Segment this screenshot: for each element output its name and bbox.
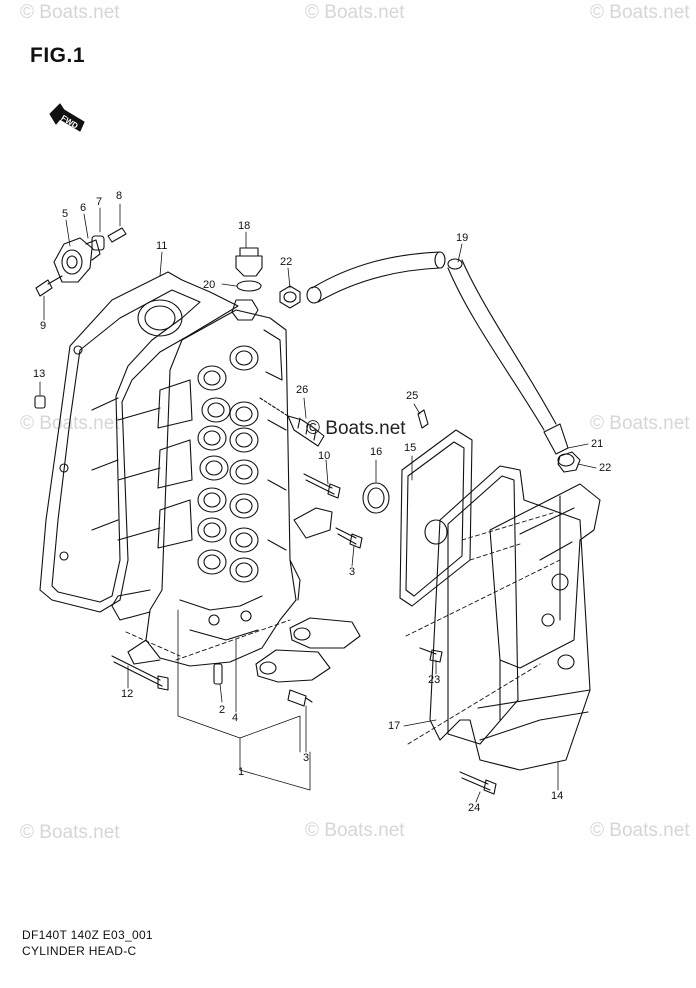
callout-26: 26: [296, 384, 309, 396]
callout-4: 4: [232, 712, 239, 724]
callout-14: 14: [551, 790, 564, 802]
callout-18: 18: [238, 220, 251, 232]
callout-10: 10: [318, 450, 331, 462]
valve-pockets: [197, 345, 259, 583]
hose-clamp-lower: [557, 451, 581, 473]
callout-22-lower: 22: [599, 462, 612, 474]
stud-bolt-12: [111, 655, 169, 691]
callout-15: 15: [404, 442, 417, 454]
callout-16: 16: [370, 446, 383, 458]
watermark: © Boats.net: [590, 2, 690, 23]
callout-1: 1: [238, 766, 245, 778]
callout-22-upper: 22: [280, 256, 293, 268]
callout-24: 24: [468, 802, 481, 814]
cylinder-head-cover: [429, 465, 601, 771]
figure-title: FIG.1: [30, 44, 86, 67]
callout-13: 13: [33, 368, 46, 380]
seal-16: [362, 482, 390, 514]
camshaft-cap-lower: [255, 617, 361, 683]
callout-17: 17: [388, 720, 401, 732]
watermark: © Boats.net: [305, 820, 405, 841]
hose-clamp-top: [279, 285, 301, 309]
model-code: DF140T 140Z E03_001: [22, 928, 153, 942]
plug-13: [34, 395, 46, 409]
callout-8: 8: [116, 190, 123, 202]
callout-20: 20: [203, 279, 216, 291]
watermark-center: © Boats.net: [306, 418, 406, 439]
callout-23: 23: [428, 674, 441, 686]
bolt-10: [303, 473, 341, 499]
oil-filler-cap: [235, 247, 263, 292]
bolt-24: [459, 771, 497, 795]
callout-3-lower: 3: [303, 752, 310, 764]
callout-9: 9: [40, 320, 47, 332]
callout-21: 21: [591, 438, 604, 450]
watermark: © Boats.net: [590, 413, 690, 434]
watermark: © Boats.net: [20, 822, 120, 843]
dowel-pin: [213, 663, 223, 685]
section-name: CYLINDER HEAD-C: [22, 944, 137, 958]
callout-19: 19: [456, 232, 469, 244]
callout-7: 7: [96, 196, 103, 208]
callout-25: 25: [406, 390, 419, 402]
callout-6: 6: [80, 202, 87, 214]
camshaft-cap-upper: [293, 507, 363, 549]
watermark: © Boats.net: [20, 2, 120, 23]
watermark: © Boats.net: [305, 2, 405, 23]
watermark: © Boats.net: [590, 820, 690, 841]
fwd-arrow-icon: [49, 103, 85, 132]
callout-2: 2: [219, 704, 226, 716]
callout-12: 12: [121, 688, 134, 700]
callout-11: 11: [156, 240, 168, 252]
water-hose: [306, 251, 575, 467]
callout-3-upper: 3: [349, 566, 356, 578]
cover-gasket: [399, 409, 473, 607]
thermostat-cover: [35, 227, 127, 297]
bolt-23: [419, 647, 443, 663]
cylinder-head-gasket: [39, 271, 239, 613]
callout-5: 5: [62, 208, 69, 220]
spark-plug: [259, 397, 325, 447]
bolt-3-lower: [287, 689, 313, 707]
cylinder-head: [111, 299, 301, 667]
